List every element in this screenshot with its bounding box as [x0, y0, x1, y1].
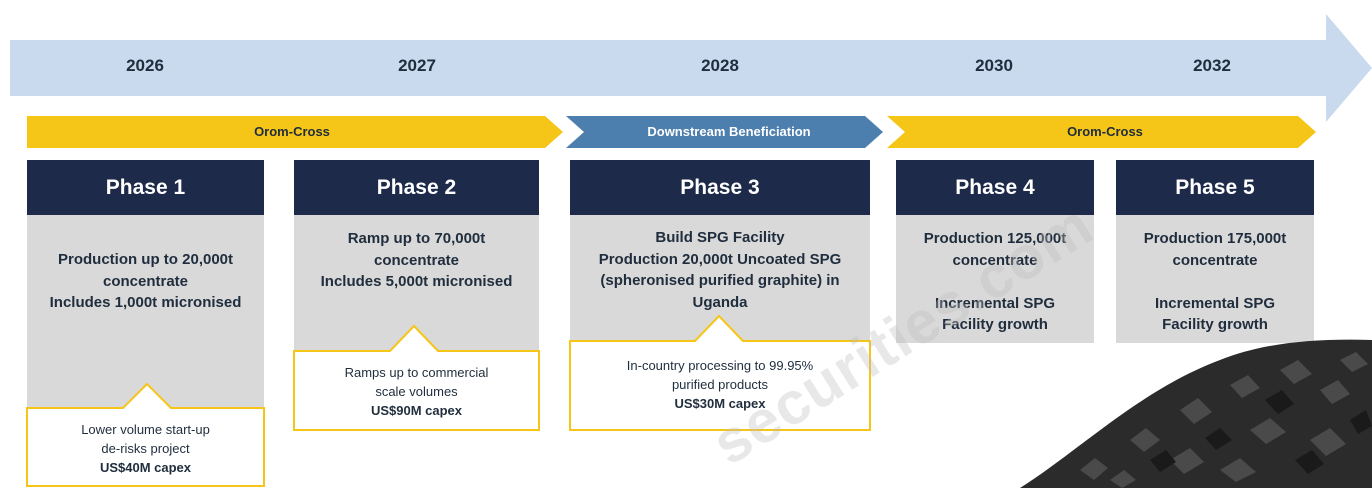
callout-2-line-2: scale volumes [375, 384, 458, 399]
stage-label-orom-cross-2: Orom-Cross [1067, 124, 1143, 139]
phase-2-header: Phase 2 [294, 160, 539, 215]
callout-3-capex: US$30M capex [674, 396, 766, 411]
phase-5-line-4: Incremental SPG [1154, 294, 1276, 312]
callout-2-capex: US$90M capex [370, 403, 463, 418]
phase-2-line-3: Includes 5,000t micronised [320, 273, 513, 290]
phase-5-line-5: Facility growth [1162, 316, 1268, 333]
phase-3-line-3: (spheronised purified graphite) in [600, 272, 840, 289]
phase-5-line-2: concentrate [1172, 251, 1258, 269]
phase-3-line-4: Uganda [692, 293, 748, 311]
phase-5-line-1: Production 175,000t [1143, 230, 1287, 247]
callout-1-line-2: de-risks project [101, 441, 190, 456]
timeline-arrow [0, 0, 1372, 130]
callout-2-line-1: Ramps up to commercial [344, 365, 489, 380]
year-2027: 2027 [398, 56, 436, 75]
phase-4-header: Phase 4 [896, 160, 1094, 215]
phase-2-line-1: Ramp up to 70,000t [347, 230, 486, 247]
graphite-pile-image [1020, 330, 1372, 493]
callout-3-frame [569, 314, 871, 431]
year-2032: 2032 [1193, 56, 1231, 75]
callout-3-line-2: purified products [671, 377, 769, 392]
phase-4-line-4: Incremental SPG [934, 294, 1056, 312]
stage-chevron-orom-cross-2 [887, 116, 1316, 148]
year-2030: 2030 [975, 56, 1013, 75]
callout-1-capex: US$40M capex [99, 460, 192, 475]
phase-3-line-2: Production 20,000t Uncoated SPG [598, 250, 842, 268]
stage-chevrons [0, 0, 1372, 165]
phase-3-line-1: Build SPG Facility [655, 229, 785, 246]
phase-1-line-2: concentrate [102, 272, 189, 290]
phase-3-header: Phase 3 [570, 160, 870, 215]
year-2026: 2026 [126, 56, 164, 75]
phase-2-line-2: concentrate [373, 251, 460, 269]
phase-4-body: Production 125,000t concentrate Incremen… [896, 215, 1094, 343]
callout-1-frame [26, 382, 265, 487]
stage-chevron-downstream [566, 116, 883, 148]
callout-1: Lower volume start-up de-risks project U… [27, 420, 264, 477]
phase-4-line-2: concentrate [952, 251, 1038, 269]
phase-5-header: Phase 5 [1116, 160, 1314, 215]
phase-1-header: Phase 1 [27, 160, 264, 215]
callout-1-line-1: Lower volume start-up [81, 422, 210, 437]
stage-label-downstream: Downstream Beneficiation [647, 124, 811, 139]
phase-1-line-1: Production up to 20,000t [57, 251, 234, 268]
callout-3-line-1: In-country processing to 99.95% [626, 358, 814, 373]
phase-4-line-1: Production 125,000t [923, 230, 1067, 247]
phase-4-line-5: Facility growth [942, 316, 1048, 333]
year-2028: 2028 [701, 56, 739, 75]
phase-5-body: Production 175,000t concentrate Incremen… [1116, 215, 1314, 343]
callout-3: In-country processing to 99.95% purified… [570, 356, 870, 413]
callout-2: Ramps up to commercial scale volumes US$… [294, 363, 539, 420]
callout-2-frame [293, 324, 540, 431]
phase-1-line-3: Includes 1,000t micronised [49, 294, 242, 311]
stage-label-orom-cross-1: Orom-Cross [254, 124, 330, 139]
stage-chevron-orom-cross-1 [27, 116, 563, 148]
